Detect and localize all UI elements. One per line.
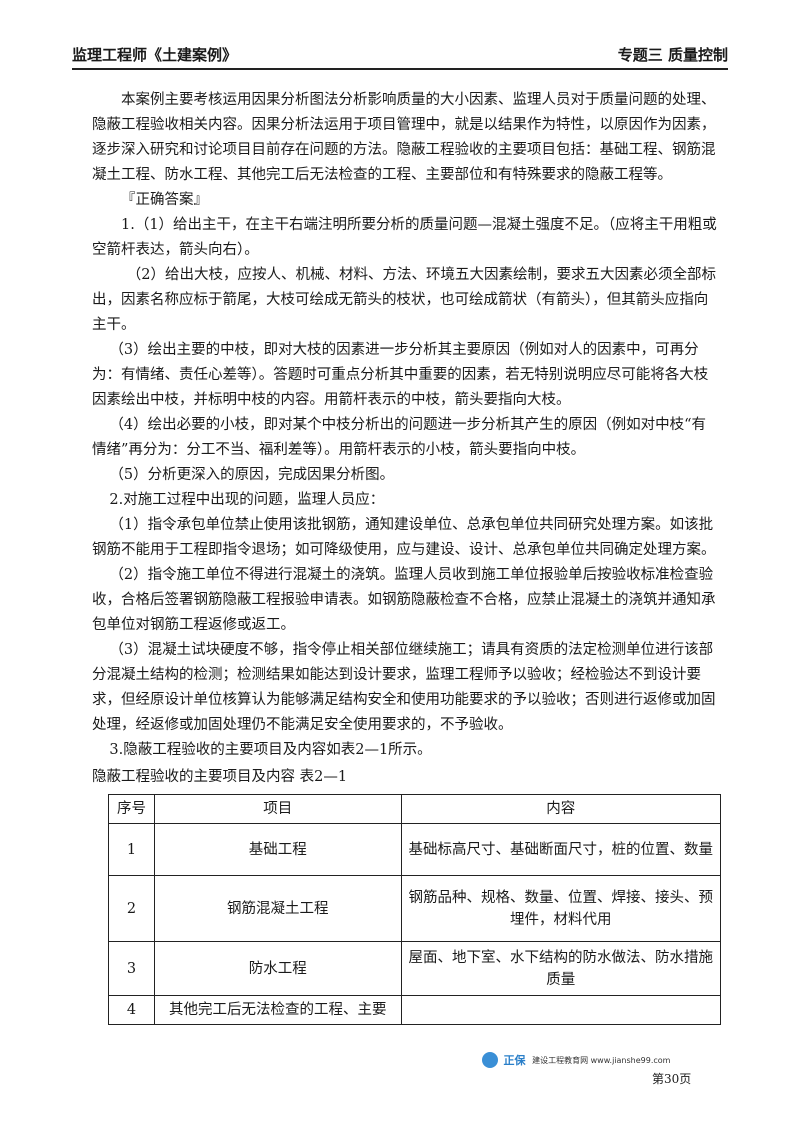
answer-1-step-4: （4）绘出必要的小枝，即对某个中枝分析出的问题进一步分析其产生的原因（例如对中枝…	[92, 417, 707, 458]
row-no: 1	[108, 823, 155, 876]
answer-2-item-2: （2）指令施工单位不得进行混凝土的浇筑。监理人员收到施工单位报验单后按验收标准检…	[92, 567, 716, 633]
row-item: 钢筋混凝土工程	[153, 875, 402, 942]
answer-1-step-5: （5）分析更深入的原因，完成因果分析图。	[109, 467, 395, 483]
answer-2-intro: 2.对施工过程中出现的问题，监理人员应：	[109, 492, 385, 508]
row-content: 基础标高尺寸、基础断面尺寸，桩的位置、数量	[400, 823, 722, 876]
row-content: 屋面、地下室、水下结构的防水做法、防水措施质量	[400, 941, 722, 996]
table-caption: 隐蔽工程验收的主要项目及内容 表2—1	[92, 769, 348, 785]
row-content	[400, 995, 722, 1025]
page-header: 监理工程师《土建案例》 专题三 质量控制	[72, 44, 728, 68]
header-divider	[72, 68, 728, 70]
hidden-works-table: 序号 项目 内容 1 基础工程 基础标高尺寸、基础断面尺寸，桩的位置、数量 2 …	[108, 794, 722, 1025]
answer-1-step-2: （2）给出大枝，应按人、机械、材料、方法、环境五大因素绘制，要求五大因素必须全部…	[92, 267, 717, 333]
answer-1-step-1: 1.（1）给出主干，在主干右端注明所要分析的质量问题—混凝土强度不足。（应将主干…	[92, 217, 717, 258]
answer-2-item-1: （1）指令承包单位禁止使用该批钢筋，通知建设单位、总承包单位共同研究处理方案。如…	[92, 517, 716, 558]
table-row: 3 防水工程 屋面、地下室、水下结构的防水做法、防水措施质量	[108, 941, 722, 996]
answer-1-step-3: （3）绘出主要的中枝，即对大枝的因素进一步分析其主要原因（例如对人的因素中，可再…	[92, 342, 709, 408]
row-item: 防水工程	[153, 941, 402, 996]
table-row: 1 基础工程 基础标高尺寸、基础断面尺寸，桩的位置、数量	[108, 823, 722, 876]
page-number: 第30页	[652, 1072, 692, 1086]
intro-paragraph: 本案例主要考核运用因果分析图法分析影响质量的大小因素、监理人员对于质量问题的处理…	[92, 92, 716, 183]
row-item: 基础工程	[153, 823, 402, 876]
column-header-no: 序号	[108, 794, 155, 824]
table-header-row: 序号 项目 内容	[108, 794, 722, 824]
document-body: 本案例主要考核运用因果分析图法分析影响质量的大小因素、监理人员对于质量问题的处理…	[92, 88, 722, 1025]
table-row: 2 钢筋混凝土工程 钢筋品种、规格、数量、位置、焊接、接头、预埋件，材料代用	[108, 875, 722, 942]
answer-heading: 『正确答案』	[121, 192, 208, 208]
column-header-content: 内容	[400, 794, 722, 824]
page-footer: 正保 建设工程教育网 www.jianshe99.com	[482, 1052, 670, 1072]
table-row: 4 其他完工后无法检查的工程、主要	[108, 995, 722, 1025]
row-item: 其他完工后无法检查的工程、主要	[153, 995, 402, 1025]
answer-3-intro: 3.隐蔽工程验收的主要项目及内容如表2—1所示。	[109, 742, 432, 758]
footer-brand: 正保	[503, 1054, 526, 1067]
column-header-item: 项目	[153, 794, 402, 824]
footer-site: 建设工程教育网 www.jianshe99.com	[532, 1055, 671, 1065]
row-no: 2	[108, 875, 155, 942]
row-no: 4	[108, 995, 155, 1025]
brand-logo-icon	[482, 1052, 498, 1068]
header-book-title: 监理工程师《土建案例》	[72, 46, 238, 64]
answer-2-item-3: （3）混凝土试块硬度不够，指令停止相关部位继续施工；请具有资质的法定检测单位进行…	[92, 642, 716, 733]
row-content: 钢筋品种、规格、数量、位置、焊接、接头、预埋件，材料代用	[400, 875, 722, 942]
header-chapter-title: 专题三 质量控制	[617, 46, 728, 64]
row-no: 3	[108, 941, 155, 996]
